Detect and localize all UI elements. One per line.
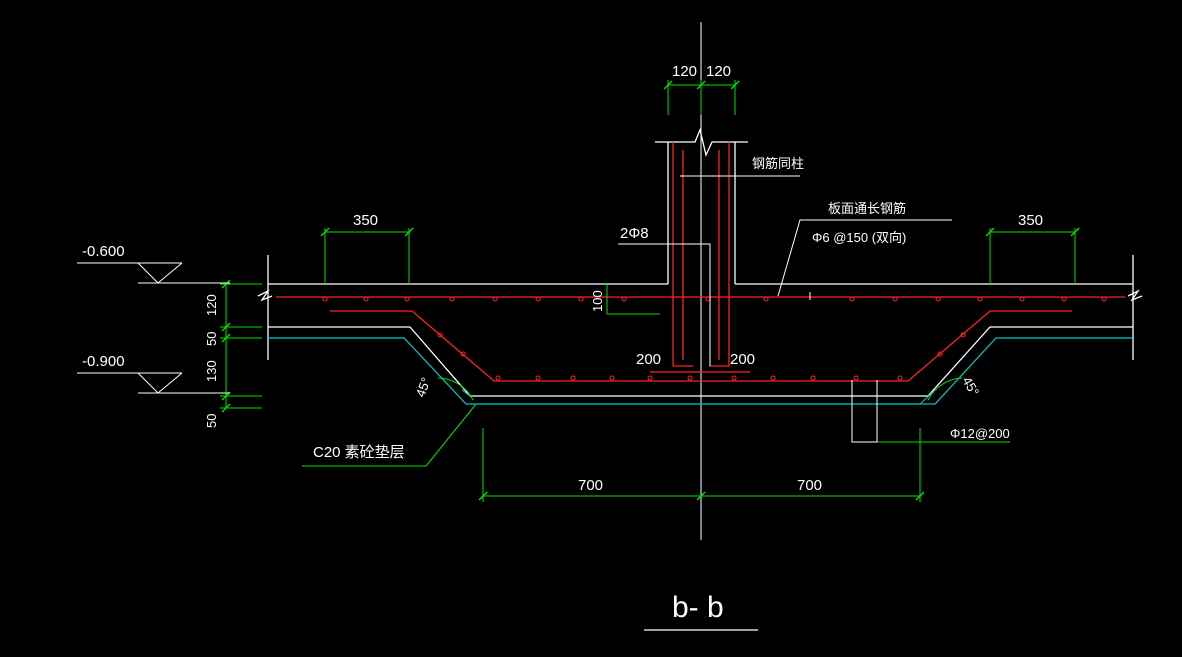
elevation-top-label: -0.600 <box>82 243 125 260</box>
top-rebar-label: 板面通长钢筋 <box>828 201 906 216</box>
left-dim-130: 130 <box>204 360 219 382</box>
leaders <box>77 175 952 443</box>
dimension-lines <box>220 80 1076 502</box>
inner-dim-left: 200 <box>636 351 661 368</box>
angle-right: 45° <box>959 374 982 399</box>
left-dim-50a: 50 <box>204 332 219 346</box>
inner-dim-right: 200 <box>730 351 755 368</box>
inner-dim-vertical: 100 <box>590 290 605 312</box>
elevation-bottom-label: -0.900 <box>82 353 125 370</box>
section-title: b- b <box>672 591 724 624</box>
left-dim-120: 120 <box>204 294 219 316</box>
left-dim-50b: 50 <box>204 414 219 428</box>
dimension-ticks <box>221 80 1080 501</box>
bottom-rebar-label: Φ12@200 <box>950 426 1010 441</box>
top-dim-right: 350 <box>1018 212 1043 229</box>
cushion-label: C20 素砼垫层 <box>313 444 405 461</box>
column-dim-right: 120 <box>706 63 731 80</box>
concrete-outline <box>257 127 1143 397</box>
cushion-toe-left <box>461 389 471 397</box>
rebar <box>276 142 1125 382</box>
top-rebar-spec: Φ6 @150 (双向) <box>812 230 906 245</box>
stirrup-label: 2Φ8 <box>620 225 649 242</box>
rebar-dots <box>322 296 1107 381</box>
cushion-layer <box>268 337 1133 405</box>
bottom-dim-left: 700 <box>578 477 603 494</box>
top-dim-left: 350 <box>353 212 378 229</box>
angle-left: 45° <box>413 375 434 399</box>
bottom-dim-right: 700 <box>797 477 822 494</box>
column-dim-left: 120 <box>672 63 697 80</box>
column-rebar-label: 钢筋同柱 <box>752 156 804 171</box>
